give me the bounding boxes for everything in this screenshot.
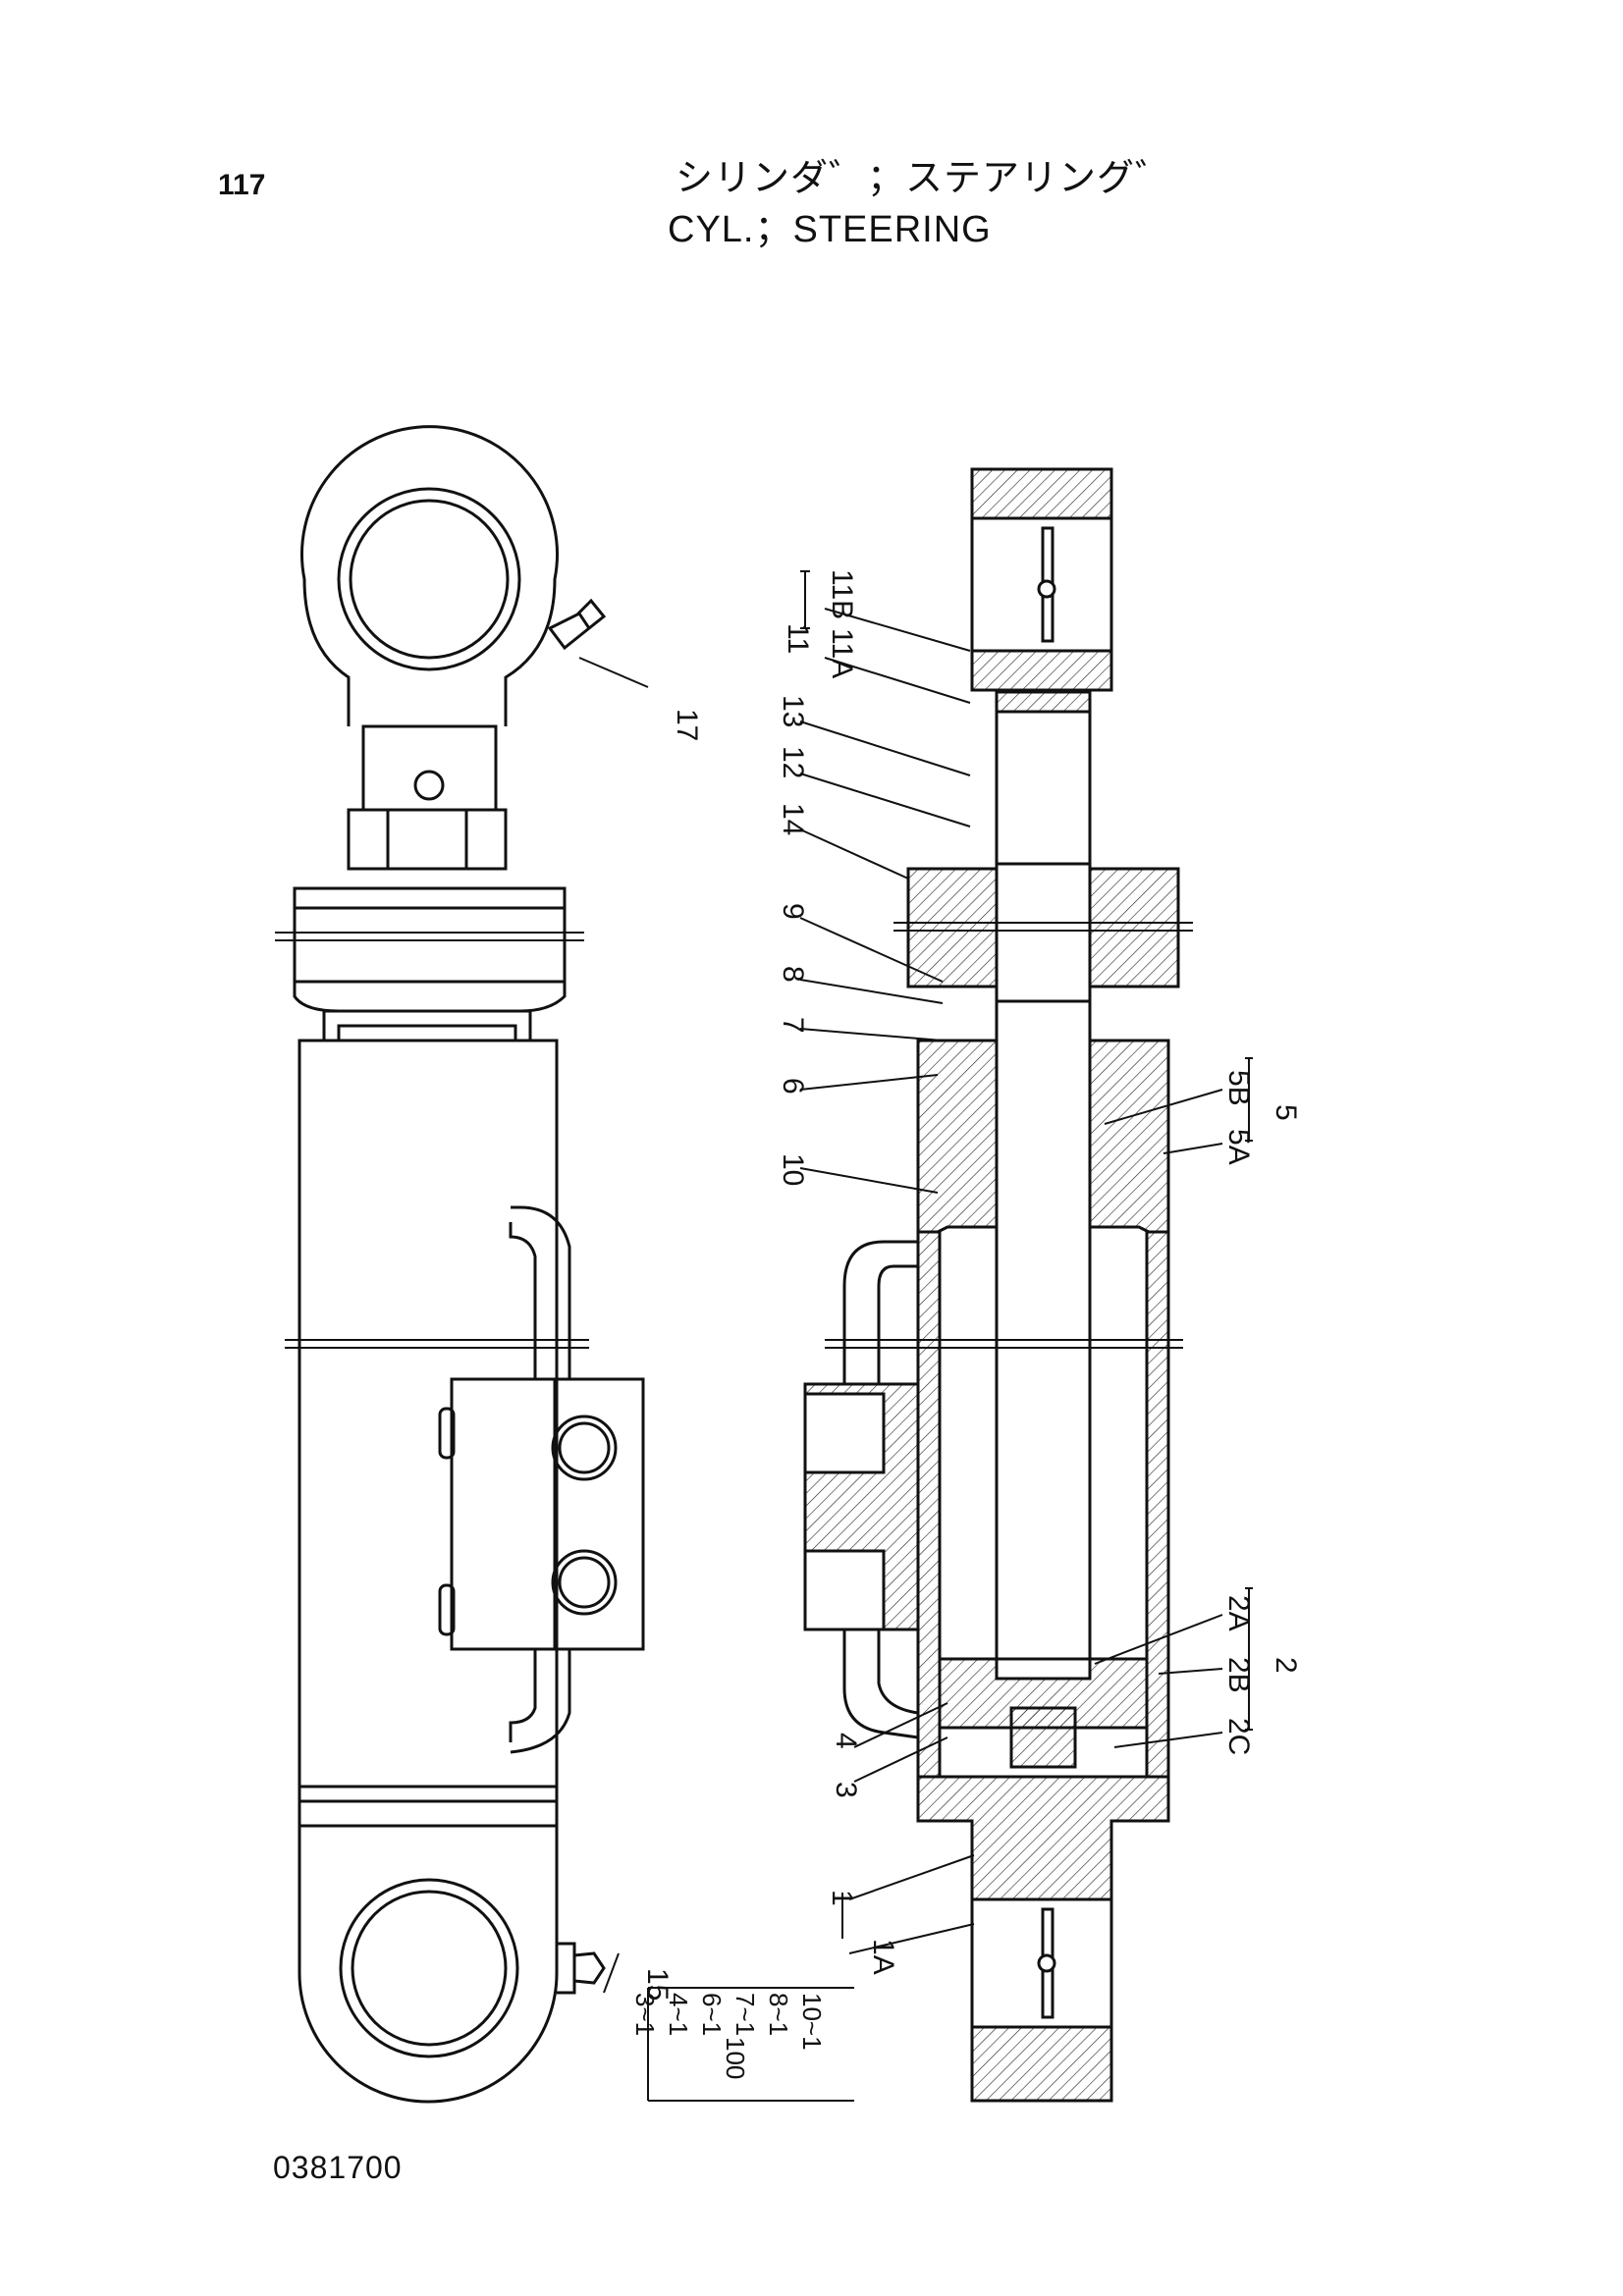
rod-eye-top-section xyxy=(970,467,1113,520)
external-view xyxy=(275,425,645,2104)
cylinder-tube xyxy=(298,1039,559,1828)
section-view xyxy=(803,467,1193,2103)
seal-kit-item: 8~1 xyxy=(764,1993,793,2036)
callout-11a: 11A xyxy=(826,628,858,678)
cylinder-head xyxy=(916,1039,999,1234)
callout-brackets xyxy=(800,570,1253,1939)
callout-15: 15 xyxy=(641,1968,674,2001)
cylinder-tube-wall-left xyxy=(916,1230,942,1779)
callout-2b: 2B xyxy=(1222,1657,1255,1693)
callout-17: 17 xyxy=(671,709,703,741)
drawing-number: 0381700 xyxy=(273,2150,403,2185)
callout-13: 13 xyxy=(777,695,809,727)
callout-14: 14 xyxy=(777,803,809,835)
seal-kit-number: 100 xyxy=(721,2037,750,2079)
pipe-lower xyxy=(509,1649,571,1754)
callout-12: 12 xyxy=(777,746,809,778)
callout-5b: 5B xyxy=(1222,1070,1255,1106)
callout-3: 3 xyxy=(830,1782,862,1798)
callout-2c: 2C xyxy=(1222,1718,1255,1755)
lock-nut xyxy=(347,808,508,871)
leader-lines xyxy=(578,608,1223,1994)
callout-11b: 11B xyxy=(826,569,858,619)
port-block xyxy=(450,1377,645,1651)
callout-2: 2 xyxy=(1270,1657,1302,1674)
piston-rod xyxy=(995,688,1092,1674)
grease-fitting-15 xyxy=(557,1942,606,1995)
seal-kit-group: 100 3~1 4~1 6~1 7~1 8~1 10~1 xyxy=(630,1987,854,2102)
callout-10: 10 xyxy=(777,1153,809,1186)
callout-9: 9 xyxy=(777,903,809,920)
title-english: CYL.；STEERING xyxy=(668,209,992,250)
callout-5a: 5A xyxy=(1222,1129,1255,1165)
bottom-eye xyxy=(298,1826,559,2104)
seal-kit-item: 10~1 xyxy=(797,1993,827,2051)
page-number: 117 xyxy=(218,169,266,201)
callout-4: 4 xyxy=(830,1733,862,1749)
callout-labels: 17 15 11 11B 11A 13 12 14 9 8 7 6 10 5B … xyxy=(641,569,1302,2001)
rod-neck xyxy=(361,724,498,812)
port-lower xyxy=(551,1549,618,1616)
rod-eye-top xyxy=(300,425,559,726)
callout-7: 7 xyxy=(777,1017,809,1034)
seal-kit-item: 6~1 xyxy=(697,1993,727,2036)
cylinder-tube-wall-right xyxy=(1145,1230,1170,1779)
callout-6: 6 xyxy=(777,1078,809,1095)
hose-lower xyxy=(842,1629,919,1739)
seal-kit-item: 3~1 xyxy=(630,1993,660,2036)
pipe-upper xyxy=(509,1205,571,1379)
bottom-eye-bore-outer xyxy=(339,1878,519,2058)
callout-5: 5 xyxy=(1270,1104,1302,1121)
port-upper xyxy=(551,1415,618,1481)
bottom-eye-bore-inner xyxy=(351,1890,508,2047)
eye-pin-hole xyxy=(413,770,445,801)
callout-1a: 1A xyxy=(867,1939,899,1975)
title-japanese: シリンダ゛；ステアリング゛ xyxy=(676,156,1174,199)
rod-eye-bore-inner xyxy=(349,499,510,660)
rod-eye-bore-outer xyxy=(337,487,521,671)
hose-upper xyxy=(842,1240,918,1384)
seal-kit-item: 4~1 xyxy=(664,1993,693,2036)
grease-fitting-17 xyxy=(547,598,607,651)
seal-kit-item: 7~1 xyxy=(730,1993,760,2036)
callout-8: 8 xyxy=(777,966,809,983)
cylinder-bottom xyxy=(916,1775,1170,1901)
callout-2a: 2A xyxy=(1222,1595,1255,1631)
